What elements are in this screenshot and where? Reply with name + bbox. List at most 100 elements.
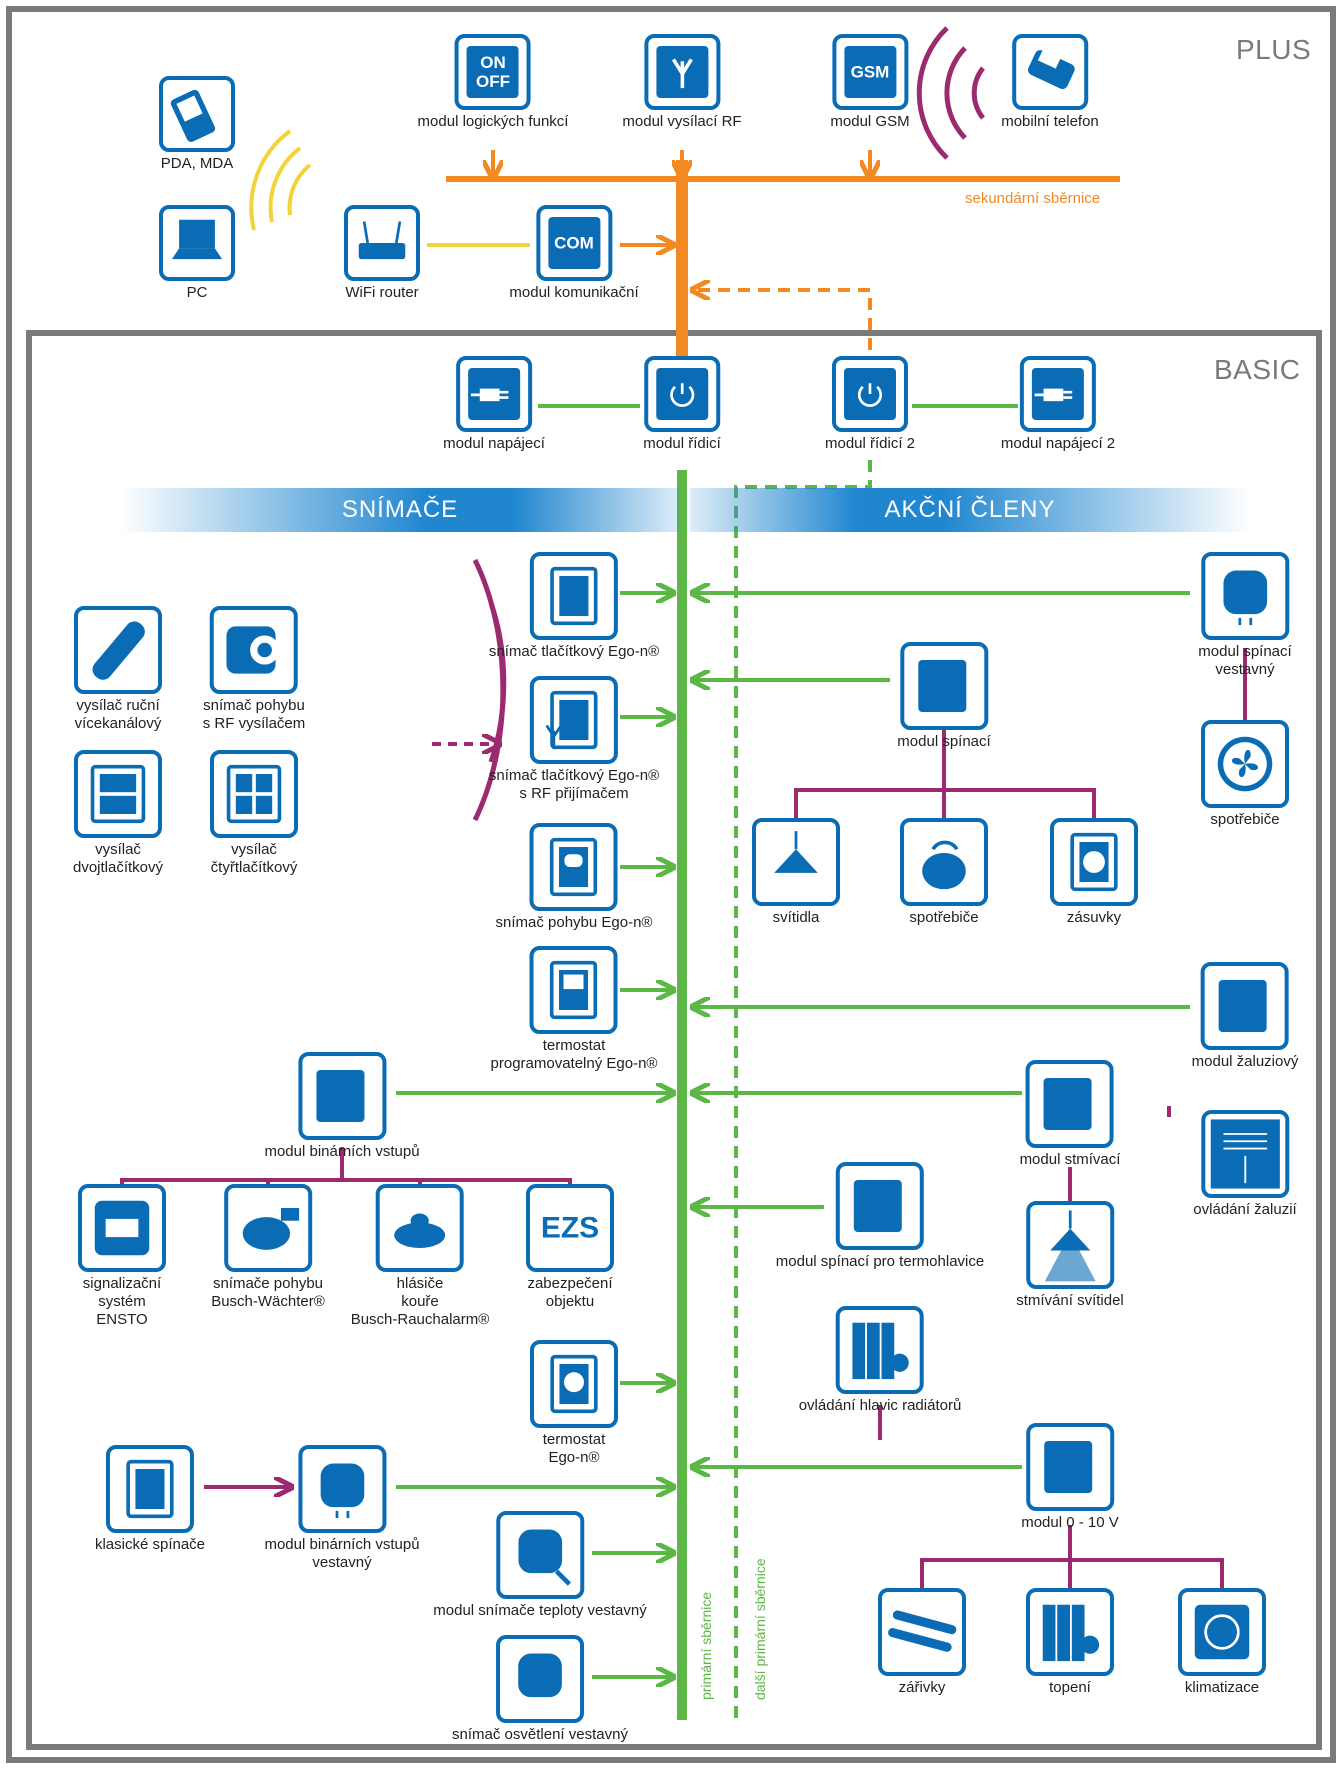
smoke-detector-icon (375, 1184, 464, 1272)
module-icon (1026, 1060, 1114, 1148)
classic-switches[interactable]: klasické spínače (95, 1445, 205, 1554)
security-system[interactable]: EZS zabezpečení objektu (526, 1184, 614, 1311)
sockets-label: zásuvky (1066, 909, 1122, 926)
blinds-module[interactable]: modul žaluziový (1191, 962, 1299, 1071)
binary-input-module[interactable]: modul binárních vstupů (264, 1052, 420, 1161)
thermo-switch-module[interactable]: modul spínací pro termohlavice (776, 1162, 984, 1271)
logic-module[interactable]: ON OFF modul logických funkcí (418, 34, 568, 131)
sockets[interactable]: zásuvky (1050, 818, 1138, 927)
pda-label: PDA, MDA (160, 155, 234, 172)
actuator-links (694, 593, 1190, 1467)
mobile-phone[interactable]: mobilní telefon (1001, 34, 1099, 131)
power-icon (644, 356, 720, 432)
power-module-2[interactable]: modul napájecí 2 (1001, 356, 1115, 453)
flush-temperature-label: modul snímače teploty vestavný (433, 1602, 647, 1619)
four-button-transmitter-label: vysílač čtyřtlačítkový (210, 841, 298, 876)
thermo-switch-module-label: modul spínací pro termohlavice (775, 1253, 985, 1270)
fluorescent-lamps[interactable]: zářivky (878, 1588, 966, 1697)
rf-motion-sensor-icon (209, 606, 298, 694)
gsm-module[interactable]: GSM modul GSM (830, 34, 910, 131)
actuators-band: AKČNÍ ČLENY (690, 488, 1250, 532)
blinds-control[interactable]: ovládání žaluzií (1193, 1110, 1297, 1219)
button-sensor-rf[interactable]: snímač tlačítkový Ego-n® s RF přijímačem (489, 676, 659, 803)
pda[interactable]: PDA, MDA (159, 76, 235, 173)
motion-sensor[interactable]: snímač pohybu Ego-n® (495, 823, 653, 932)
dimmer-module-label: modul stmívací (1019, 1151, 1121, 1168)
switch-icon (106, 1445, 194, 1533)
smoke-detector[interactable]: hlásiče kouře Busch-Rauchalarm® (350, 1184, 490, 1329)
module-icon (298, 1052, 386, 1140)
pc[interactable]: PC (159, 205, 235, 302)
smoke-detector-label: hlásiče kouře Busch-Rauchalarm® (350, 1275, 490, 1328)
ac-icon (1178, 1588, 1266, 1676)
fluorescent-lamps-label: zářivky (898, 1679, 946, 1696)
four-button-transmitter[interactable]: vysílač čtyřtlačítkový (210, 750, 298, 877)
module-icon (899, 642, 988, 730)
appliances-label: spotřebiče (909, 909, 979, 926)
busch-waechter[interactable]: snímače pohybu Busch-Wächter® (211, 1184, 325, 1311)
rf-transmitter-label: modul vysílací RF (622, 113, 742, 130)
two-button-transmitter[interactable]: vysílač dvojtlačítkový (73, 750, 163, 877)
push-button-rf-icon (530, 676, 618, 764)
dimming-lights-label: stmívání svítidel (1016, 1292, 1124, 1309)
lights-label: svítidla (772, 909, 820, 926)
blinds-icon (1201, 1110, 1289, 1198)
primary-bus-label: primární sběrnice (698, 1591, 714, 1700)
button-sensor[interactable]: snímač tlačítkový Ego-n® (489, 552, 659, 661)
local-wiring (120, 558, 1247, 1592)
ensto-icon (78, 1184, 166, 1272)
appliances-right[interactable]: spotřebiče (1201, 720, 1289, 829)
flush-module-icon (298, 1445, 386, 1533)
thermostat[interactable]: termostat Ego-n® (530, 1340, 618, 1467)
actuators-band-label: AKČNÍ ČLENY (884, 496, 1056, 523)
power-module[interactable]: modul napájecí (443, 356, 545, 453)
ezs-icon-text: EZS (540, 1211, 600, 1245)
dimmer-module[interactable]: modul stmívací (1019, 1060, 1121, 1169)
switch-module[interactable]: modul spínací (897, 642, 991, 751)
sensors-band-label: SNÍMAČE (341, 496, 459, 523)
sensor-links (396, 593, 672, 1677)
dimming-lights[interactable]: stmívání svítidel (1016, 1201, 1124, 1310)
module-icon (836, 1162, 924, 1250)
basic-zone-frame (26, 330, 1322, 1750)
thermostat-dial-icon (530, 1340, 618, 1428)
flush-light-sensor[interactable]: snímač osvětlení vestavný (452, 1635, 628, 1744)
control-module[interactable]: modul řídicí (643, 356, 721, 453)
blinds-module-label: modul žaluziový (1191, 1053, 1299, 1070)
wifi-links (249, 26, 986, 247)
rf-transmitter-module[interactable]: modul vysílací RF (622, 34, 742, 131)
mobile-phone-label: mobilní telefon (1001, 113, 1099, 130)
button-sensor-rf-label: snímač tlačítkový Ego-n® s RF přijímačem (488, 767, 660, 802)
rf-motion-sensor[interactable]: snímač pohybu s RF vysílačem (203, 606, 305, 733)
lights[interactable]: svítidla (752, 818, 840, 927)
remote-transmitter[interactable]: vysílač ruční vícekanálový (74, 606, 162, 733)
flush-switch-module[interactable]: modul spínací vestavný (1198, 552, 1292, 679)
mobile-phone-icon (1012, 34, 1088, 110)
socket-icon (1050, 818, 1138, 906)
radiator-control[interactable]: ovládání hlavic radiátorů (799, 1306, 961, 1415)
basic-zone-label: BASIC (1214, 354, 1301, 385)
fan-icon (1201, 720, 1289, 808)
sensors-band: SNÍMAČE (120, 488, 680, 532)
plus-zone-label: PLUS (1236, 34, 1312, 65)
flush-temperature-module[interactable]: modul snímače teploty vestavný (433, 1511, 647, 1620)
flush-switch-icon (1200, 552, 1289, 640)
communication-module[interactable]: COM modul komunikační (509, 205, 639, 302)
analog-module-label: modul 0 - 10 V (1021, 1514, 1119, 1531)
router-icon (344, 205, 420, 281)
heating[interactable]: topení (1026, 1588, 1114, 1697)
analog-module[interactable]: modul 0 - 10 V (1021, 1423, 1119, 1532)
motion-sensor-label: snímač pohybu Ego-n® (495, 914, 653, 931)
control-module-2[interactable]: modul řídicí 2 (825, 356, 915, 453)
wifi-router[interactable]: WiFi router (344, 205, 420, 302)
antenna-icon (643, 34, 720, 110)
flush-binary-input-module[interactable]: modul binárních vstupů vestavný (264, 1445, 420, 1572)
appliances[interactable]: spotřebiče (900, 818, 988, 927)
light-sensor-icon (495, 1635, 584, 1723)
communication-module-label: modul komunikační (509, 284, 639, 301)
ensto-signalling[interactable]: signalizační systém ENSTO (78, 1184, 166, 1329)
programmable-thermostat[interactable]: termostat programovatelný Ego-n® (491, 946, 657, 1073)
heating-label: topení (1049, 1679, 1091, 1696)
radiator-icon (835, 1306, 924, 1394)
air-conditioning[interactable]: klimatizace (1178, 1588, 1266, 1697)
